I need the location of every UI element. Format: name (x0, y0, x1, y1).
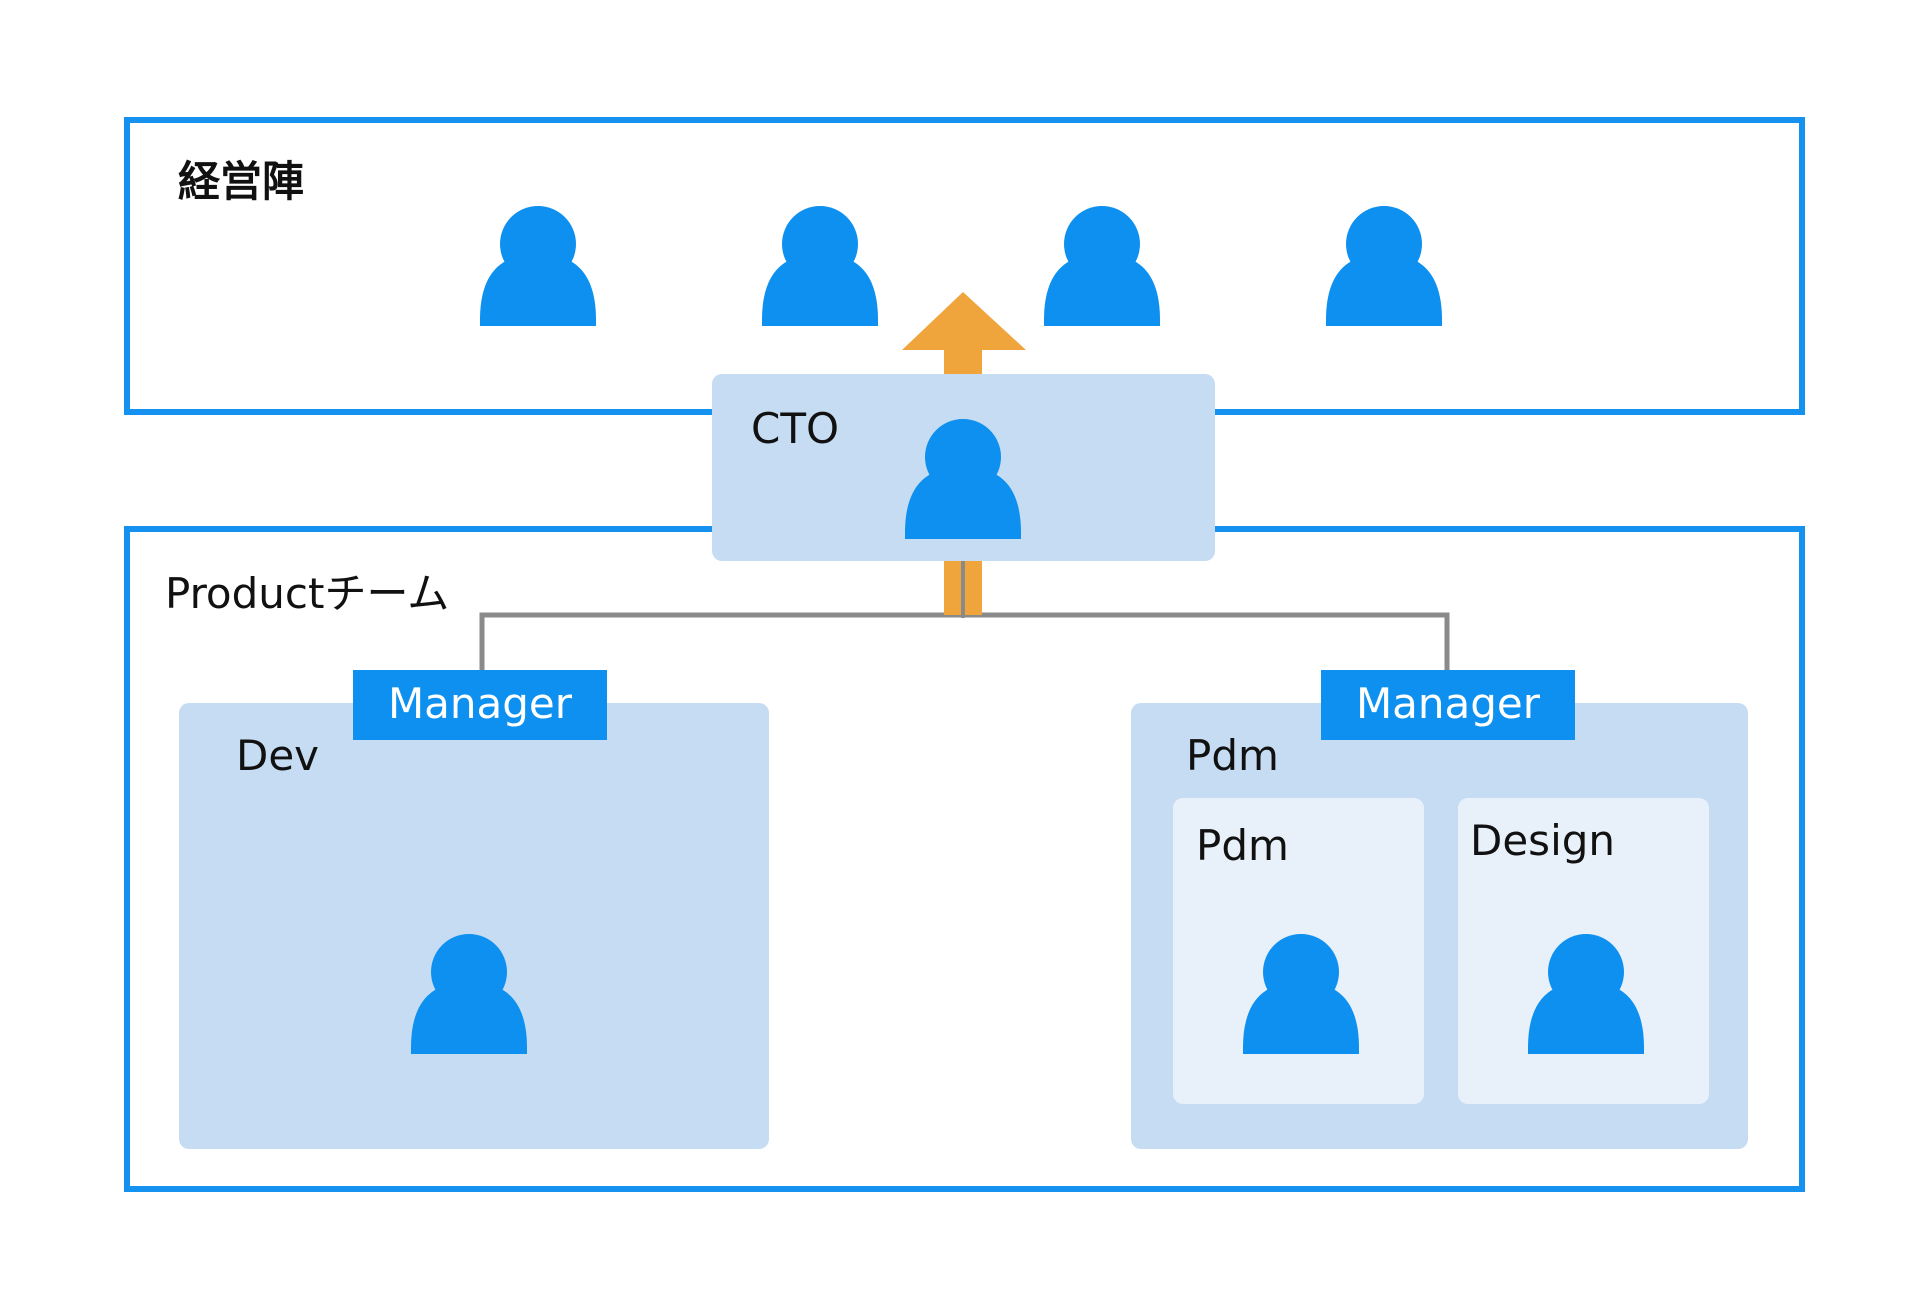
pdm-manager-badge (1321, 670, 1575, 740)
cto-box: CTO (712, 374, 1215, 561)
dev-manager-badge (353, 670, 607, 740)
pdm-team: Manager Pdm Pdm Design (1131, 670, 1748, 1149)
dev-label: Dev (236, 731, 319, 780)
arrow-head (902, 292, 1026, 350)
dev-manager-label: Manager (388, 679, 573, 728)
connector-lines (479, 612, 1450, 673)
pdm-label: Pdm (1186, 731, 1279, 780)
dev-panel (179, 703, 769, 1149)
pdm-manager-label: Manager (1356, 679, 1541, 728)
connector-to-pdm (963, 612, 1450, 673)
connector-to-dev (479, 612, 963, 673)
design-subteam: Design (1458, 798, 1709, 1104)
executives-label: 経営陣 (178, 157, 304, 206)
pdm-subteam: Pdm (1173, 798, 1424, 1104)
product-team-label: Productチーム (165, 569, 449, 618)
design-subteam-label: Design (1470, 816, 1615, 865)
pdm-subteam-label: Pdm (1196, 821, 1289, 870)
dev-team: Manager Dev (179, 670, 769, 1149)
upward-arrow (902, 292, 1026, 618)
cto-label: CTO (751, 404, 839, 453)
arrow-shaft-top (944, 348, 982, 378)
